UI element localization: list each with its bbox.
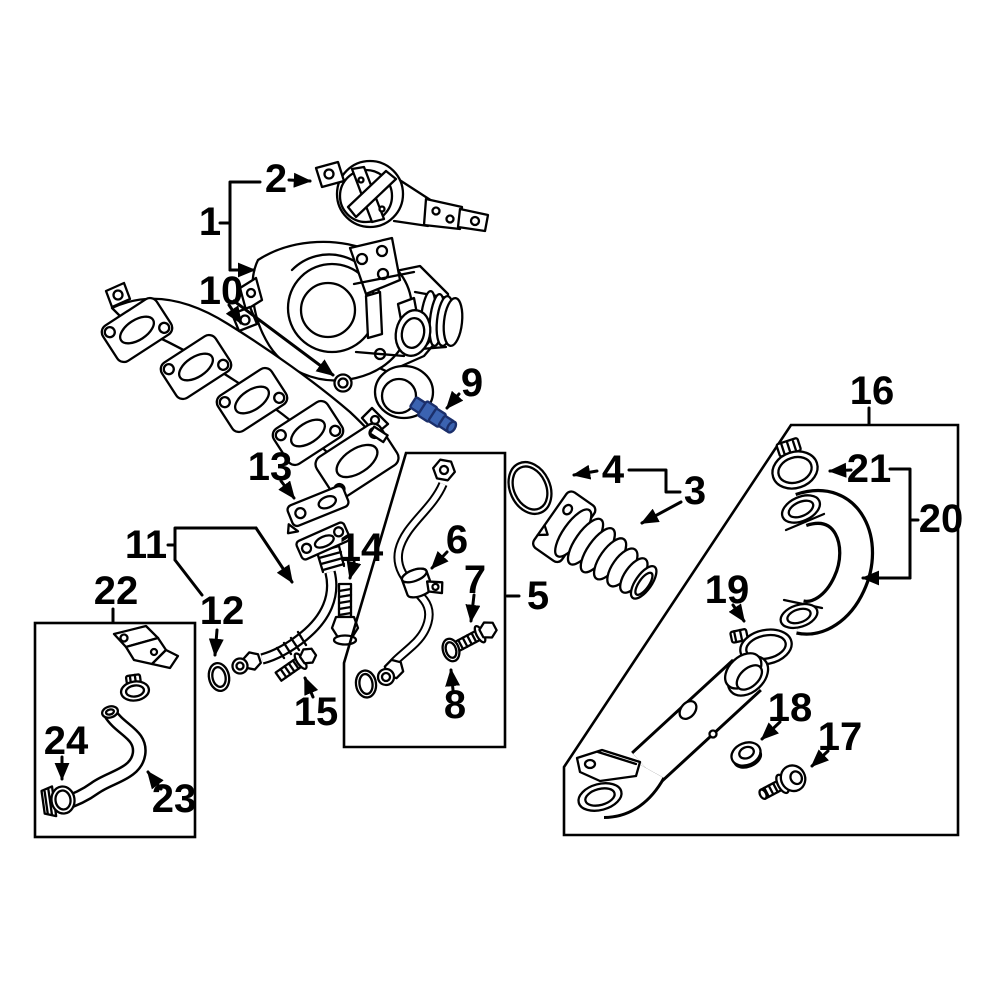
callout-8: 8 [444,683,466,727]
callout-7: 7 [464,558,486,602]
part-oring-lower [354,669,378,699]
callout-17: 17 [818,715,863,759]
part-oil-drain-tube [231,521,351,675]
manifold-flange-2 [159,333,233,401]
part-oring-8 [441,637,461,663]
callout-lines [54,172,920,791]
callout-2: 2 [265,157,287,201]
callout-12: 12 [200,589,245,633]
callout-11: 11 [125,523,167,567]
callout-23: 23 [152,777,197,821]
callout-22: 22 [94,569,139,613]
part-hose-clamp-19 [729,628,793,666]
callout-13: 13 [248,445,293,489]
callout-5: 5 [527,574,549,618]
part-gasket-13 [286,484,350,535]
part-exhaust-manifold [100,281,400,500]
part-flex-catalyst-3 [532,490,658,600]
part-turbocharger [238,236,464,436]
part-clamp-mid-22 [119,673,151,702]
part-seal-ring-10 [333,373,353,393]
manifold-flange-4 [271,399,345,467]
callout-3: 3 [684,469,706,513]
manifold-flange-3 [215,366,289,434]
callout-4: 4 [602,448,625,492]
part-bracket-6 [400,567,444,599]
callout-1: 1 [199,200,221,244]
part-oring-4 [507,460,553,516]
callout-18: 18 [768,686,813,730]
group-box-22 [33,621,197,839]
part-bolt-7 [451,621,498,653]
callout-24: 24 [44,719,89,763]
part-stud-9-outline [409,396,458,434]
callout-14: 14 [339,526,384,570]
callout-6: 6 [446,518,468,562]
callout-15: 15 [294,690,339,734]
part-bracket-valve-22 [112,624,180,670]
callout-21: 21 [847,447,892,491]
part-clamp-24 [40,785,76,818]
callout-9: 9 [461,361,483,405]
callout-16: 16 [850,369,895,413]
part-wastegate-actuator [314,159,490,233]
part-hose-clamp-21 [771,437,819,490]
part-grommet-18 [730,741,763,769]
callout-labels: 1 2 3 4 5 6 7 8 9 10 11 12 13 14 15 16 1… [44,157,964,821]
part-bolt-14 [330,582,360,646]
part-charge-air-pipe [575,652,770,819]
callout-10: 10 [199,269,244,313]
callout-20: 20 [919,497,964,541]
group-box-5 [342,451,507,749]
part-push-fastener-17 [758,764,807,800]
part-oring-12 [207,661,231,693]
manifold-flange-1 [100,296,174,364]
callout-19: 19 [705,568,750,612]
part-stud-9 [409,396,458,434]
part-bolt-15 [274,647,318,682]
group-box-16 [562,423,960,837]
part-hose-23 [59,705,147,812]
part-air-hose-20 [779,489,875,636]
part-oil-supply-pipe [354,458,456,699]
